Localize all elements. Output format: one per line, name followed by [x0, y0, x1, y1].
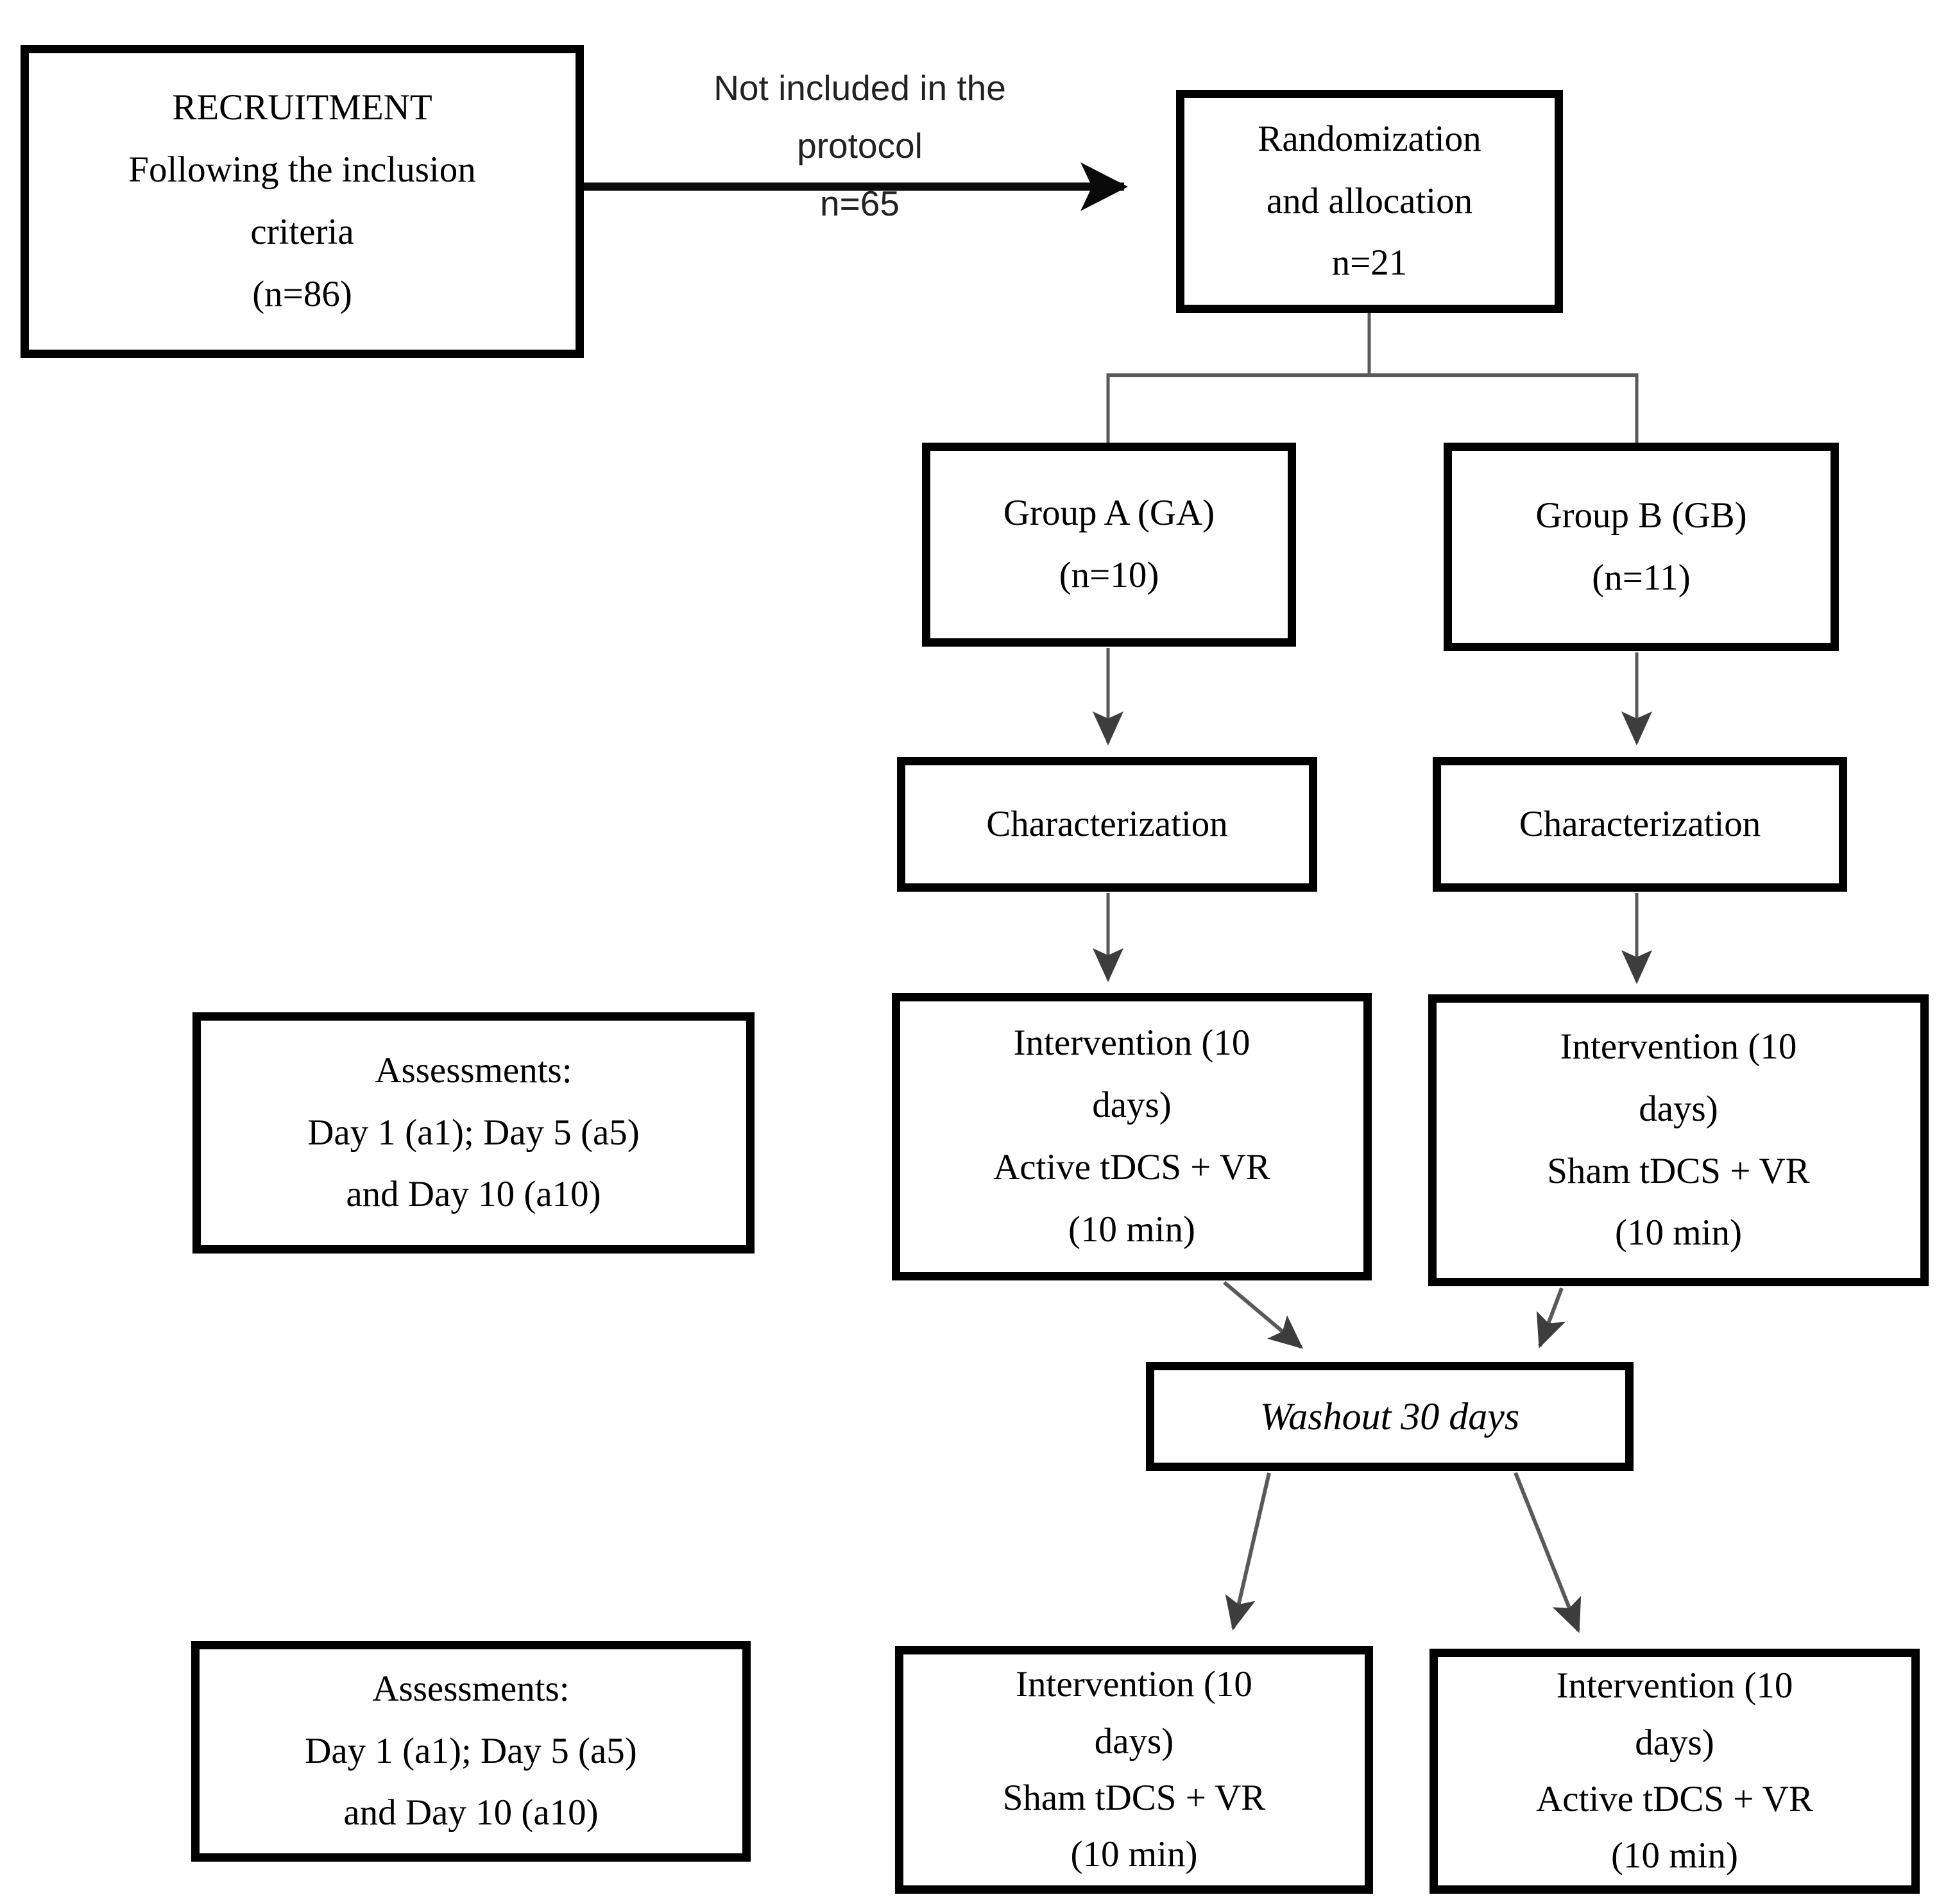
washout-text: Washout 30 days [1259, 1395, 1520, 1438]
not-included-annotation: Not included in the protocol n=65 [606, 1, 1113, 232]
intervention-phase2-group-a-box: Intervention (10 days) Sham tDCS + VR (1… [895, 1646, 1373, 1894]
assessments-phase2-text: Assessments: Day 1 (a1); Day 5 (a5) and … [305, 1668, 637, 1833]
assessments-phase2-box: Assessments: Day 1 (a1); Day 5 (a5) and … [191, 1641, 751, 1862]
arrow-intervention-a1-to-washout [1223, 1280, 1304, 1349]
intervention-phase2-group-b-box: Intervention (10 days) Active tDCS + VR … [1430, 1649, 1920, 1894]
group-a-text: Group A (GA) (n=10) [1003, 493, 1215, 595]
assessments-phase1-box: Assessments: Day 1 (a1); Day 5 (a5) and … [192, 1012, 755, 1254]
intervention-phase1-group-a-text: Intervention (10 days) Active tDCS + VR … [993, 1023, 1270, 1250]
group-b-box: Group B (GB) (n=11) [1444, 443, 1839, 651]
group-b-text: Group B (GB) (n=11) [1535, 495, 1747, 598]
group-a-box: Group A (GA) (n=10) [922, 443, 1296, 647]
characterization-b-box: Characterization [1433, 757, 1847, 892]
arrow-intervention-b1-to-washout [1536, 1287, 1566, 1348]
recruitment-box: RECRUITMENT Following the inclusion crit… [21, 45, 584, 358]
randomization-text: Randomization and allocation n=21 [1258, 118, 1481, 284]
intervention-phase2-group-a-text: Intervention (10 days) Sham tDCS + VR (1… [1002, 1664, 1266, 1875]
randomization-box: Randomization and allocation n=21 [1176, 90, 1563, 313]
recruitment-text: RECRUITMENT Following the inclusion crit… [128, 87, 476, 314]
intervention-phase2-group-b-text: Intervention (10 days) Active tDCS + VR … [1536, 1665, 1813, 1876]
arrow-washout-to-intervention-a2 [1225, 1472, 1271, 1631]
characterization-b-text: Characterization [1519, 803, 1761, 844]
intervention-phase1-group-b-text: Intervention (10 days) Sham tDCS + VR (1… [1547, 1026, 1810, 1254]
not-included-annotation-text: Not included in the protocol n=65 [713, 68, 1006, 223]
washout-box: Washout 30 days [1146, 1362, 1634, 1471]
characterization-a-box: Characterization [897, 757, 1317, 892]
intervention-phase1-group-b-box: Intervention (10 days) Sham tDCS + VR (1… [1428, 994, 1929, 1286]
intervention-phase1-group-a-box: Intervention (10 days) Active tDCS + VR … [892, 993, 1372, 1280]
characterization-a-text: Characterization [986, 803, 1228, 844]
arrow-washout-to-intervention-b2 [1514, 1472, 1582, 1633]
assessments-phase1-text: Assessments: Day 1 (a1); Day 5 (a5) and … [307, 1050, 640, 1215]
